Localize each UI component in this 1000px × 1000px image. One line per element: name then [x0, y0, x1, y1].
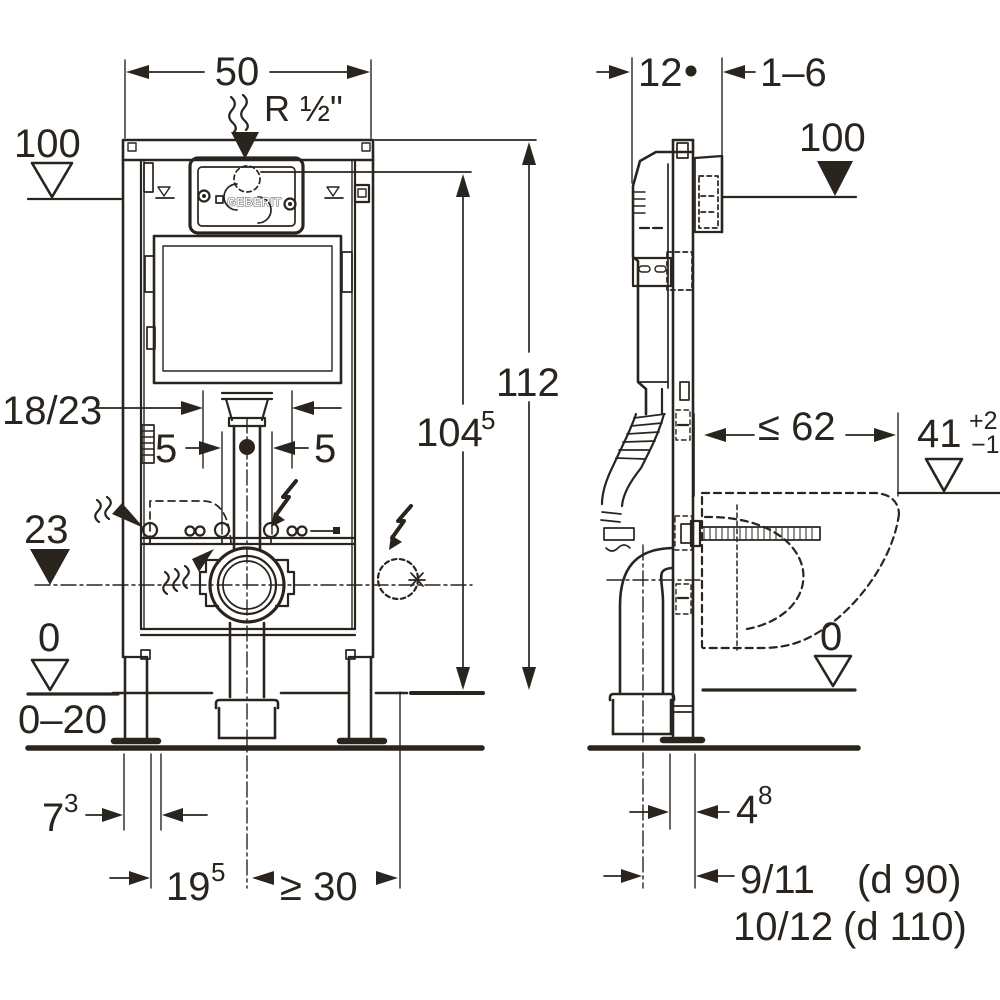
- svg-text:23: 23: [24, 508, 69, 552]
- panel-screw-right: [283, 197, 297, 211]
- svg-text:0: 0: [820, 615, 842, 659]
- panel-cutout-left: [223, 183, 238, 211]
- spark-icon: [408, 572, 426, 587]
- dim-valve-distance: 19 5: [109, 753, 225, 909]
- level-mark-left-icon: [155, 186, 175, 199]
- panel-cutout-right: [257, 196, 272, 224]
- svg-text:0: 0: [38, 616, 60, 660]
- geberit-logo: GEBERIT: [227, 197, 282, 209]
- flush-plate-side: [693, 154, 724, 234]
- flush-bend-side: [600, 412, 666, 552]
- svg-text:5: 5: [481, 405, 495, 435]
- dim-drain-offset: 9/11 (d 90) 10/12 (d 110): [603, 858, 967, 949]
- connection-zone: [149, 500, 232, 544]
- right-leg: [336, 649, 388, 745]
- svg-text:≥ 30: ≥ 30: [280, 865, 358, 909]
- actuator-center-mark: [233, 165, 261, 193]
- svg-text:3: 3: [64, 788, 78, 818]
- water-supply-icon: [228, 93, 259, 159]
- flush-pipe: [220, 391, 274, 552]
- svg-text:4: 4: [736, 788, 758, 832]
- front-view: GEBERIT: [34, 138, 473, 889]
- dim-width-label: 50: [215, 50, 260, 94]
- drain-row-pipe: (d 110): [843, 905, 967, 949]
- access-panel: GEBERIT: [188, 156, 305, 235]
- dim-rail-wall: 4 8: [629, 753, 772, 889]
- dim-frame-height: 112: [374, 139, 560, 690]
- rail-hardware: [674, 409, 693, 615]
- panel-screw-left: [197, 189, 211, 203]
- wall-reference-point: [685, 65, 697, 77]
- logo-square-icon: [215, 195, 224, 204]
- water-flow-icon: [94, 495, 144, 528]
- side-dimensions: 12 1–6 100 ≤ 62 41 +2: [596, 51, 1000, 949]
- fixing-row: [141, 521, 340, 545]
- drain-row-dim: 10/12: [733, 905, 833, 949]
- front-dimensions: 50 R ½" 100 18/23 5: [2, 50, 560, 909]
- dim-offset-5-5: 5 5: [155, 427, 336, 535]
- fill-hose: [141, 424, 155, 464]
- dim-side-clearance: ≥ 30: [252, 691, 401, 909]
- svg-text:19: 19: [166, 865, 211, 909]
- level-marker-23: 23: [24, 508, 70, 585]
- dim-floor-adjust: 0–20: [18, 698, 107, 742]
- svg-text:≤ 62: ≤ 62: [758, 405, 836, 449]
- dim-actuator-height: 104 5: [260, 171, 495, 690]
- side-rail: [659, 138, 706, 744]
- center-point: [239, 439, 255, 455]
- electrical-bolt-icon: [389, 504, 413, 550]
- side-view: [600, 138, 901, 889]
- svg-text:5: 5: [155, 427, 177, 471]
- svg-text:8: 8: [758, 780, 772, 810]
- electrical-bolt-icon: [271, 479, 298, 527]
- svg-text:1–6: 1–6: [760, 51, 827, 95]
- svg-text:100: 100: [14, 122, 81, 166]
- left-leg: [110, 649, 162, 745]
- dim-width-50: 50: [124, 50, 372, 139]
- level-mark-right-icon: [324, 186, 344, 199]
- svg-text:104: 104: [416, 411, 483, 455]
- electrical-zone-circle: [376, 557, 426, 601]
- svg-text:5: 5: [314, 427, 336, 471]
- dim-wall-finish: 1–6: [721, 51, 827, 184]
- svg-text:100: 100: [799, 116, 866, 160]
- svg-text:7: 7: [42, 796, 64, 840]
- svg-text:12: 12: [638, 51, 683, 95]
- drain-elbow: [608, 546, 676, 736]
- dim-pan-depth: ≤ 62: [693, 405, 899, 497]
- svg-text:112: 112: [496, 361, 560, 405]
- level-marker-0-front: 0: [26, 616, 120, 696]
- svg-text:+2: +2: [969, 407, 998, 435]
- svg-text:−1: −1: [971, 431, 1000, 459]
- drain-row-dim: 9/11: [740, 858, 815, 902]
- dim-frame-depth: 12: [596, 51, 697, 184]
- level-marker-0-side: 0: [813, 615, 853, 688]
- drain-row-pipe: (d 90): [857, 858, 962, 902]
- wc-pan-outline: [700, 491, 901, 651]
- level-marker-100-side: 100: [721, 116, 866, 199]
- dim-pipe-offset: 18/23: [2, 389, 342, 469]
- floor-lines: [25, 688, 861, 751]
- dim-edge-distance: 7 3: [42, 753, 208, 840]
- svg-text:41: 41: [917, 412, 962, 456]
- cistern-side: [631, 150, 695, 416]
- level-marker-seat-height: 41 +2 −1: [896, 407, 1000, 495]
- supply-thread-label: R ½": [264, 88, 343, 129]
- svg-text:5: 5: [211, 857, 225, 887]
- cistern: [152, 234, 343, 385]
- svg-text:18/23: 18/23: [2, 389, 102, 433]
- level-marker-100-front: 100: [14, 122, 123, 201]
